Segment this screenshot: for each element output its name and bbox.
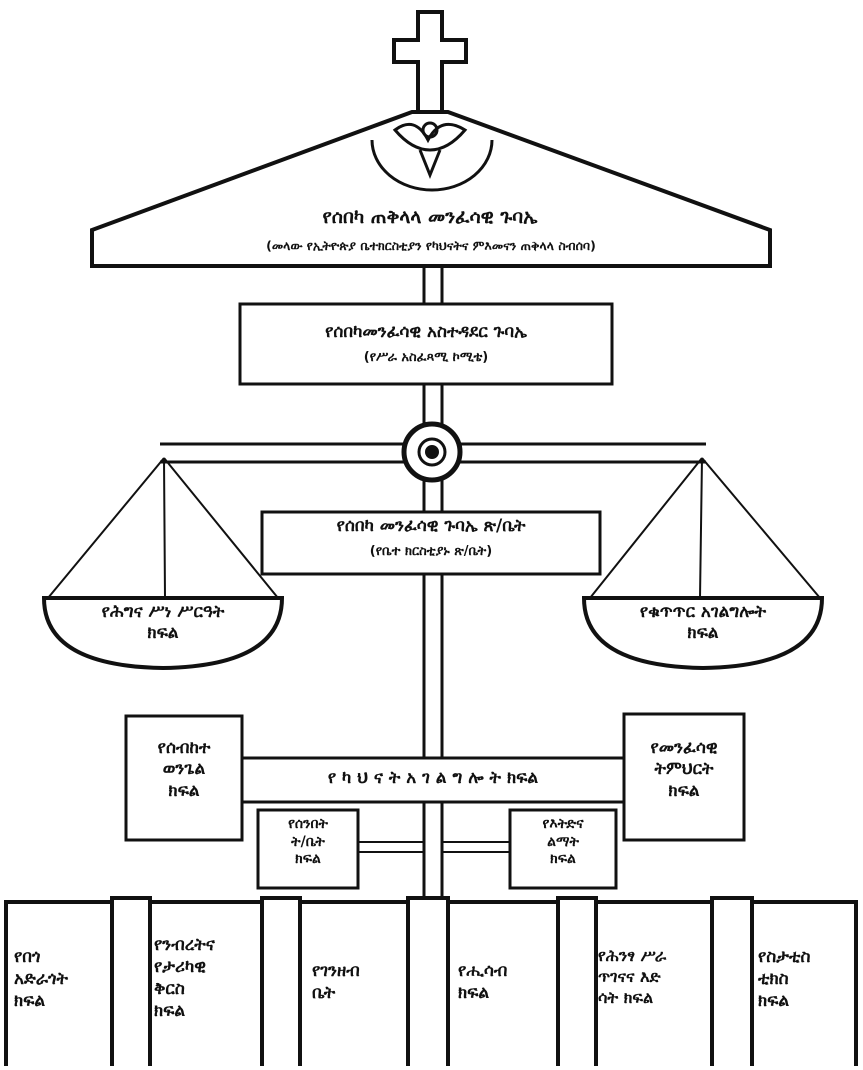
mission-connector xyxy=(442,842,510,852)
right-scale-strings xyxy=(590,458,820,598)
office-label: የሰንበት ት/ቤት ክፍል xyxy=(260,816,356,869)
right-scale-label: የቁጥጥር አገልግሎት ክፍል xyxy=(590,602,816,645)
department-label-0: የበጎ አድራጎት ክፍል xyxy=(14,946,112,1012)
department-label-2: የገንዘብ ቤት xyxy=(312,960,408,1004)
department-label-4: የሕንፃ ሥራ ጥገናና እድ ሳት ክፍል xyxy=(598,946,712,1008)
clergy-service-label: የ ካ ህ ና ት አ ገ ል ግ ሎ ት ክፍል xyxy=(246,768,620,789)
department-label-5: የስታቲስ ቲክስ ክፍል xyxy=(758,946,852,1012)
spiritual-education-label: የመንፈሳዊ ትምህርት ክፍል xyxy=(628,738,740,802)
department-label-3: የሒሳብ ክፍል xyxy=(458,960,558,1004)
council-subtitle: (መላው የኢትዮጵያ ቤተክርስቲያን የካህናትና ምእመናን ጠቅላላ ስ… xyxy=(100,238,762,254)
department-label-1: የንብረትና የታሪካዊ ቅርስ ክፍል xyxy=(154,934,262,1022)
admin-council-box xyxy=(240,304,612,384)
court-title: የሰበካ መንፈሳዊ ጉባኤ ጽ/ቤት xyxy=(266,516,596,537)
left-scale-strings xyxy=(48,458,278,598)
mission-label: የእትድና ልማት ክፍል xyxy=(512,816,614,869)
admin-council-subtitle: (የሥራ አስፈጻሚ ኮሚቴ) xyxy=(244,350,608,366)
council-title: የሰበካ ጠቅላላ መንፈሳዊ ጉባኤ xyxy=(200,206,660,230)
left-scale-label: የሕግና ሥነ ሥርዓት ክፍል xyxy=(50,602,276,645)
admin-council-title: የሰበካመንፈሳዊ አስተዳደር ጉባኤ xyxy=(244,322,608,343)
office-connector xyxy=(358,842,424,852)
preaching-label: የሰብከተ ወንጌል ክፍል xyxy=(130,738,238,802)
court-subtitle: (የቤተ ክርስቲያኑ ጽ/ቤት) xyxy=(266,544,596,560)
